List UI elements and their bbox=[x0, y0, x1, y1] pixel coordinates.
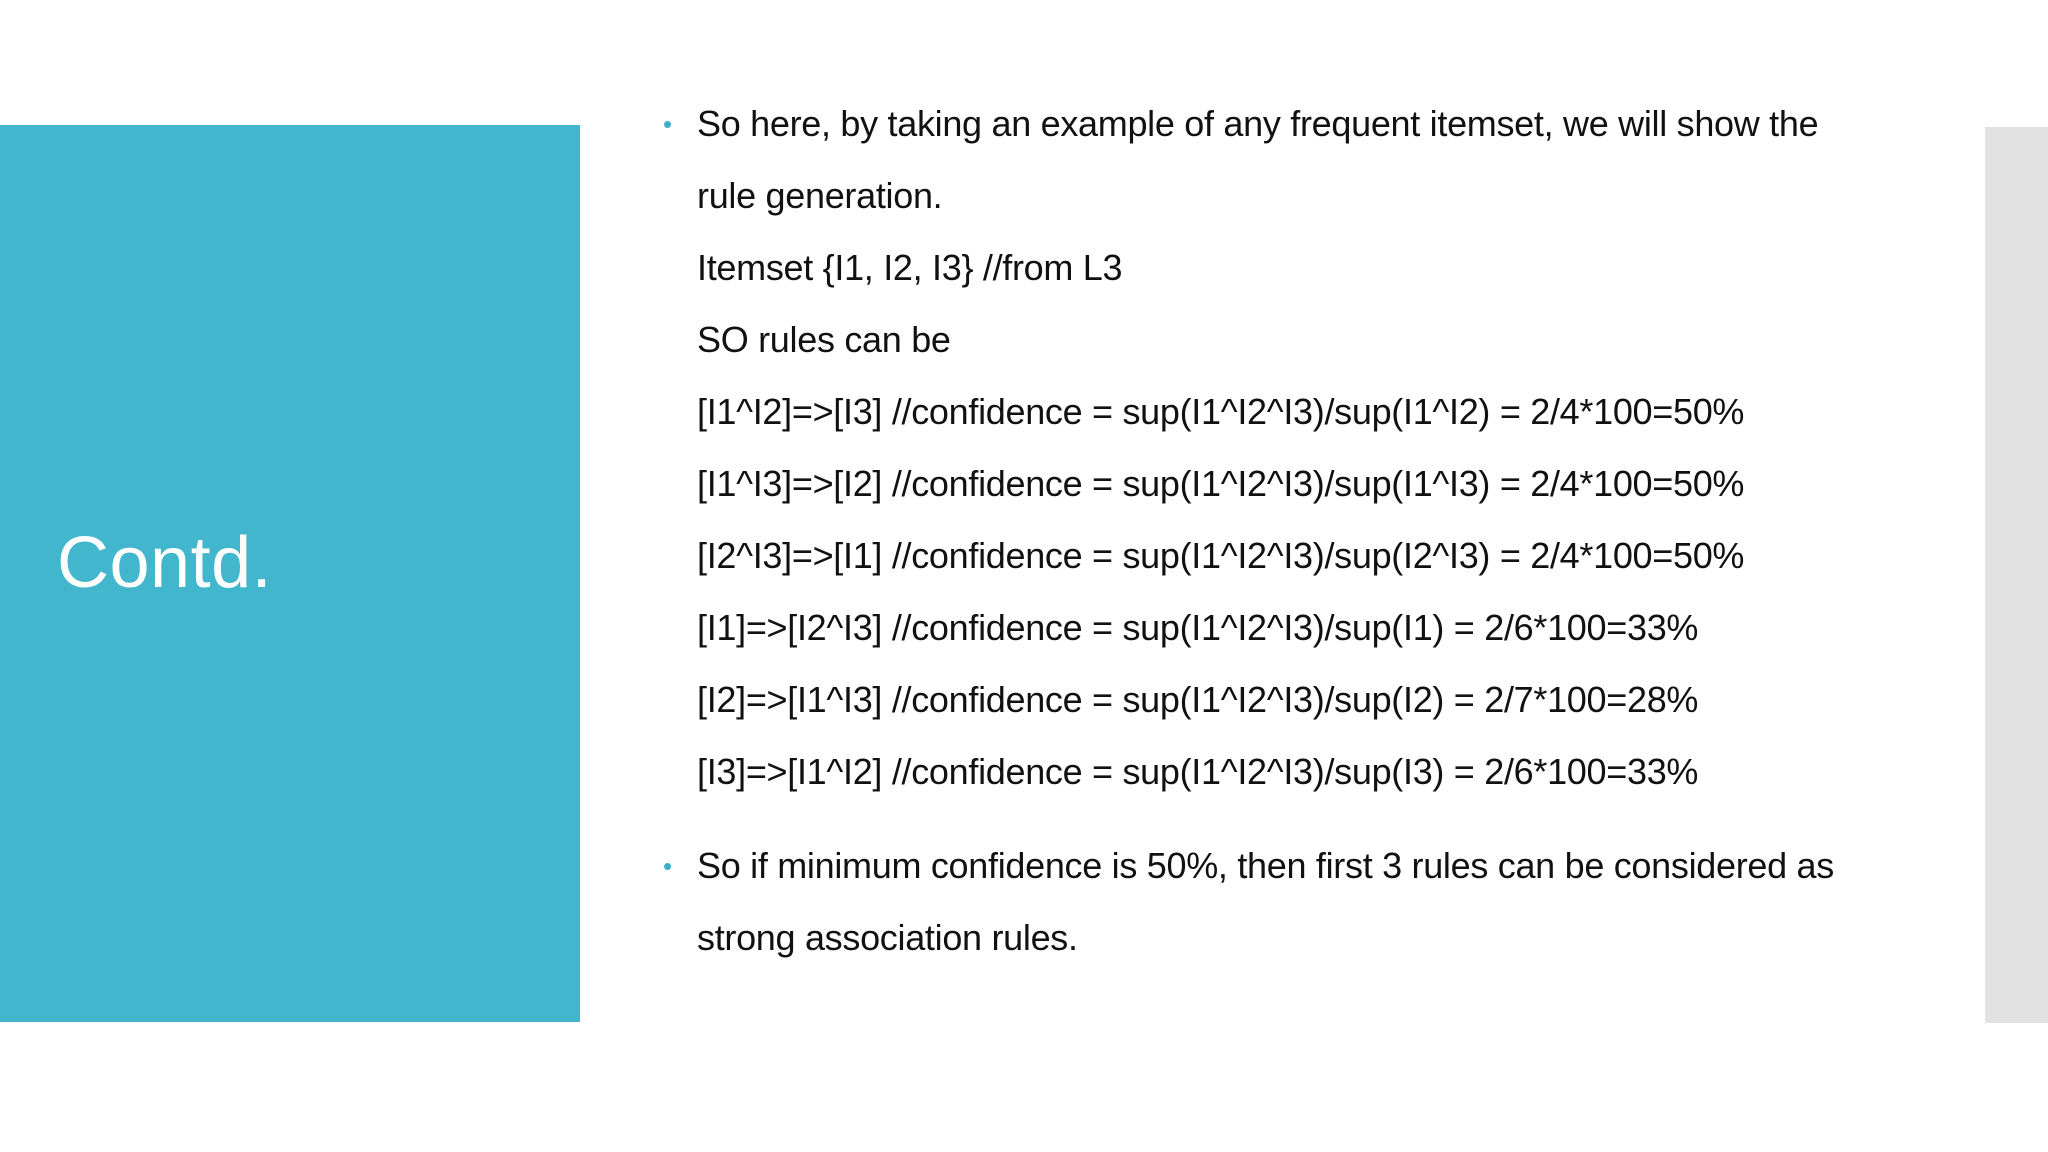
text-line-content: So if minimum confidence is 50%, then fi… bbox=[697, 845, 1834, 886]
text-line-content: [I1^I2]=>[I3] //confidence = sup(I1^I2^I… bbox=[697, 391, 1745, 432]
text-line-content: rule generation. bbox=[697, 175, 943, 216]
text-line: [I1^I3]=>[I2] //confidence = sup(I1^I2^I… bbox=[645, 448, 2005, 520]
text-line: [I3]=>[I1^I2] //confidence = sup(I1^I2^I… bbox=[645, 736, 2005, 808]
text-line-content: [I2^I3]=>[I1] //confidence = sup(I1^I2^I… bbox=[697, 535, 1745, 576]
right-edge-strip bbox=[1985, 127, 2048, 1023]
text-line-content: So here, by taking an example of any fre… bbox=[697, 103, 1819, 144]
text-line: Itemset {I1, I2, I3} //from L3 bbox=[645, 232, 2005, 304]
text-line: • So here, by taking an example of any f… bbox=[645, 88, 2005, 160]
text-line-content: SO rules can be bbox=[697, 319, 951, 360]
text-line: [I1]=>[I2^I3] //confidence = sup(I1^I2^I… bbox=[645, 592, 2005, 664]
text-line: • So if minimum confidence is 50%, then … bbox=[645, 830, 2005, 902]
text-line: [I2^I3]=>[I1] //confidence = sup(I1^I2^I… bbox=[645, 520, 2005, 592]
text-line: rule generation. bbox=[645, 160, 2005, 232]
text-line-content: [I2]=>[I1^I3] //confidence = sup(I1^I2^I… bbox=[697, 679, 1699, 720]
bullet-icon: • bbox=[663, 851, 672, 881]
bullet-icon: • bbox=[663, 109, 672, 139]
slide-title: Contd. bbox=[57, 523, 273, 603]
text-line-content: [I1]=>[I2^I3] //confidence = sup(I1^I2^I… bbox=[697, 607, 1699, 648]
text-line-content: strong association rules. bbox=[697, 917, 1078, 958]
text-line-content: [I3]=>[I1^I2] //confidence = sup(I1^I2^I… bbox=[697, 751, 1699, 792]
text-line: strong association rules. bbox=[645, 902, 2005, 974]
text-line: [I2]=>[I1^I3] //confidence = sup(I1^I2^I… bbox=[645, 664, 2005, 736]
title-panel bbox=[0, 125, 580, 1022]
text-line: SO rules can be bbox=[645, 304, 2005, 376]
text-line-content: [I1^I3]=>[I2] //confidence = sup(I1^I2^I… bbox=[697, 463, 1745, 504]
text-line-content: Itemset {I1, I2, I3} //from L3 bbox=[697, 247, 1123, 288]
text-line: [I1^I2]=>[I3] //confidence = sup(I1^I2^I… bbox=[645, 376, 2005, 448]
body-text-block: • So here, by taking an example of any f… bbox=[645, 88, 2005, 974]
